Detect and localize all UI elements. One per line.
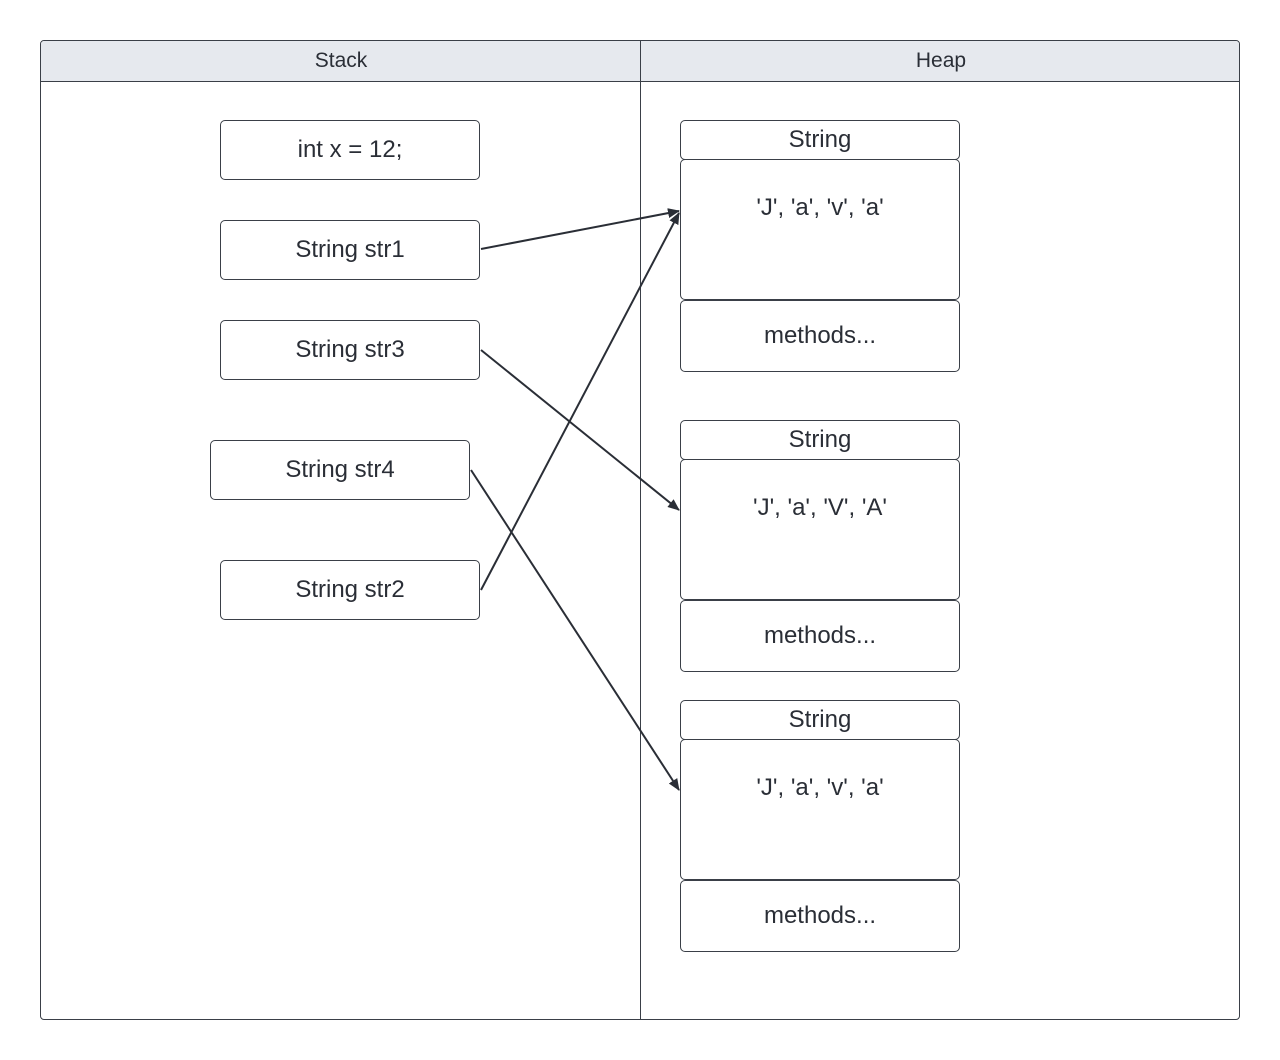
stack-column-header: Stack: [41, 41, 641, 82]
heap-object-3-value: 'J', 'a', 'v', 'a': [680, 739, 960, 880]
column-divider: [640, 41, 641, 1019]
heap-object-1-methods: methods...: [680, 300, 960, 372]
stack-var-str2: String str2: [220, 560, 480, 620]
heap-object-2-value: 'J', 'a', 'V', 'A': [680, 459, 960, 600]
stack-var-str1: String str1: [220, 220, 480, 280]
heap-object-1-value: 'J', 'a', 'v', 'a': [680, 159, 960, 300]
heap-object-3-type: String: [680, 700, 960, 740]
heap-object-2-type: String: [680, 420, 960, 460]
heap-object-3-methods: methods...: [680, 880, 960, 952]
heap-object-2-methods: methods...: [680, 600, 960, 672]
stack-var-x: int x = 12;: [220, 120, 480, 180]
heap-object-1-type: String: [680, 120, 960, 160]
heap-column-header: Heap: [641, 41, 1239, 82]
memory-diagram-frame: Stack Heap: [40, 40, 1240, 1020]
stack-var-str4: String str4: [210, 440, 470, 500]
stack-var-str3: String str3: [220, 320, 480, 380]
